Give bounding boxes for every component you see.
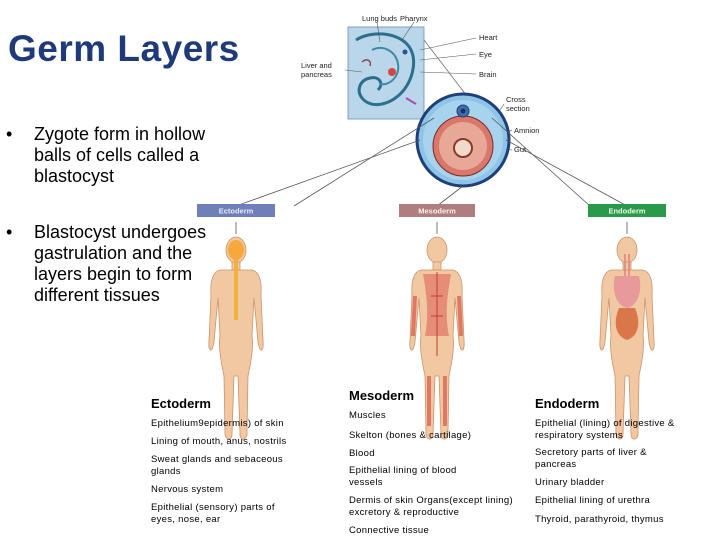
ectoderm-figure [208, 236, 264, 440]
ectoderm-bar-label: Ectoderm [219, 207, 254, 216]
endoderm-figure [599, 236, 655, 440]
bullet-zygote: • Zygote form in hollow balls of cells c… [6, 124, 214, 187]
endoderm-bar-label: Endoderm [608, 207, 645, 216]
label-liver-pancreas: Liver and pancreas [301, 61, 334, 79]
endoderm-heading: Endoderm [535, 396, 600, 411]
mesoderm-item: Connective tissue [349, 525, 430, 536]
endoderm-item: Epithelial lining of urethra [535, 495, 651, 506]
ectoderm-bar [197, 204, 275, 217]
ectoderm-heading: Ectoderm [151, 396, 211, 411]
label-cross-section: Cross section [506, 95, 530, 113]
label-pharynx: Pharynx [400, 14, 428, 23]
ectoderm-item: Lining of mouth, anus, nostrils [151, 436, 287, 447]
label-brain: Brain [479, 70, 497, 79]
mesoderm-item: Epithelial lining of blood vessels [349, 465, 457, 488]
endoderm-item: Epithelial (lining) of digestive & respi… [535, 418, 675, 441]
mesoderm-item: Muscles [349, 410, 386, 421]
endoderm-item: Secretory parts of liver & pancreas [535, 447, 647, 470]
label-heart: Heart [479, 33, 498, 42]
ectoderm-item: Sweat glands and sebaceous glands [151, 454, 283, 477]
endoderm-bar [588, 204, 666, 217]
mesoderm-bar [399, 204, 475, 217]
bullet-icon: • [6, 124, 13, 144]
mesoderm-heading: Mesoderm [349, 388, 415, 403]
bullet-icon: • [6, 222, 13, 242]
bullet-blastocyst: • Blastocyst undergoes gastrulation and … [6, 222, 214, 306]
mesoderm-figure [409, 236, 465, 440]
mesoderm-item: Blood [349, 448, 375, 459]
ectoderm-item: Epithelial (sensory) parts of eyes, nose… [151, 502, 275, 525]
label-gut: Gut [514, 145, 527, 154]
ectoderm-item: Nervous system [151, 484, 224, 495]
cross-section-illustration [415, 92, 511, 188]
endoderm-item: Thyroid, parathyroid, thymus [535, 514, 664, 525]
mesoderm-item: Skelton (bones & cartilage) [349, 430, 472, 441]
mesoderm-item: Dermis of skin Organs(except lining) exc… [349, 495, 513, 518]
endoderm-item: Urinary bladder [535, 477, 605, 488]
label-amnion: Amnion [514, 126, 539, 135]
slide-title: Germ Layers [8, 28, 240, 69]
bullet-text: Blastocyst undergoes gastrulation and th… [34, 222, 207, 305]
label-lung-buds: Lung buds [362, 14, 397, 23]
bullet-text: Zygote form in hollow balls of cells cal… [34, 124, 206, 186]
embryo-illustration [347, 26, 425, 120]
ectoderm-item: Epithelium9epidermis) of skin [151, 418, 284, 429]
mesoderm-bar-label: Mesoderm [418, 207, 456, 216]
label-eye: Eye [479, 50, 492, 59]
